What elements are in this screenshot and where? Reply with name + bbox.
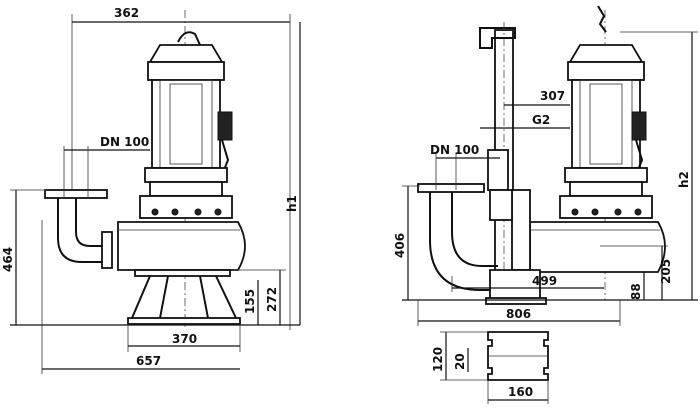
left-seal-housing xyxy=(149,181,223,197)
left-elbow-outer xyxy=(57,198,112,263)
left-bolt-4 xyxy=(214,208,222,216)
dim-text-205: 205 xyxy=(659,259,673,284)
left-bolt-2 xyxy=(171,208,179,216)
right-outlet-flange xyxy=(417,183,485,193)
right-bolt-2 xyxy=(591,208,599,216)
left-stand-legs xyxy=(131,275,237,319)
right-motor-body xyxy=(571,79,641,169)
left-stand-top xyxy=(134,269,231,277)
dim-text-406: 406 xyxy=(393,233,407,258)
right-seal-housing xyxy=(569,181,643,197)
right-bolt-4 xyxy=(634,208,642,216)
left-pump-view: 362 DN 100 464 h1 272 155 370 657 xyxy=(1,6,301,374)
right-bolt-1 xyxy=(571,208,579,216)
duckfoot-base xyxy=(485,297,547,305)
right-volute-casing xyxy=(529,221,666,273)
left-motor-top-band xyxy=(147,61,225,81)
left-elbow-flange xyxy=(101,231,113,269)
right-elbow-outer xyxy=(429,190,498,291)
left-motor-body xyxy=(151,79,221,169)
dim-text-h1: h1 xyxy=(285,195,299,212)
right-motor-panel xyxy=(589,83,623,165)
dim-text-657: 657 xyxy=(136,354,161,368)
dim-text-806: 806 xyxy=(506,307,531,321)
left-volute-casing xyxy=(117,221,246,271)
dim-text-370: 370 xyxy=(172,332,197,346)
dim-text-h2: h2 xyxy=(677,171,691,188)
dim-text-362: 362 xyxy=(114,6,139,20)
left-motor-cap xyxy=(148,44,224,63)
lifting-chain xyxy=(597,5,607,33)
left-lifting-eye xyxy=(177,31,201,46)
left-outlet-flange xyxy=(44,189,108,199)
right-pump-view: 307 G2 DN 100 406 h2 205 88 499 806 xyxy=(393,5,698,326)
dim-text-155: 155 xyxy=(243,289,257,314)
right-bolt-ring xyxy=(559,195,653,219)
dim-text-g2: G2 xyxy=(532,113,550,127)
right-elbow-inner xyxy=(451,190,498,267)
left-bolt-3 xyxy=(194,208,202,216)
left-elbow-inner xyxy=(75,198,112,247)
right-cable-gland xyxy=(631,111,647,141)
left-bolt-ring xyxy=(139,195,233,219)
dim-text-20: 20 xyxy=(453,353,467,370)
left-bolt-1 xyxy=(151,208,159,216)
dim-text-499: 499 xyxy=(532,274,557,288)
coupling-bracket-top xyxy=(487,149,509,191)
dim-text-464: 464 xyxy=(1,247,15,272)
dim-text-88: 88 xyxy=(629,283,643,300)
left-motor-panel xyxy=(169,83,203,165)
dim-text-120: 120 xyxy=(431,347,445,372)
dim-text-307: 307 xyxy=(540,89,565,103)
coupling-claw xyxy=(511,189,531,271)
left-cable-gland xyxy=(217,111,233,141)
right-bolt-3 xyxy=(614,208,622,216)
right-motor-cap xyxy=(568,44,644,63)
dim-text-dn100-left: DN 100 xyxy=(100,135,149,149)
guide-pipe-top-bracket xyxy=(479,27,516,49)
right-motor-top-band xyxy=(567,61,645,81)
coupling-plate xyxy=(489,189,513,221)
dim-text-dn100-right: DN 100 xyxy=(430,143,479,157)
right-lower-flange xyxy=(564,167,648,183)
base-plate-detail: 120 20 160 xyxy=(431,331,549,404)
dim-text-272: 272 xyxy=(265,287,279,312)
left-stand-base xyxy=(127,317,241,325)
dim-text-160: 160 xyxy=(508,385,533,399)
left-lower-flange xyxy=(144,167,228,183)
